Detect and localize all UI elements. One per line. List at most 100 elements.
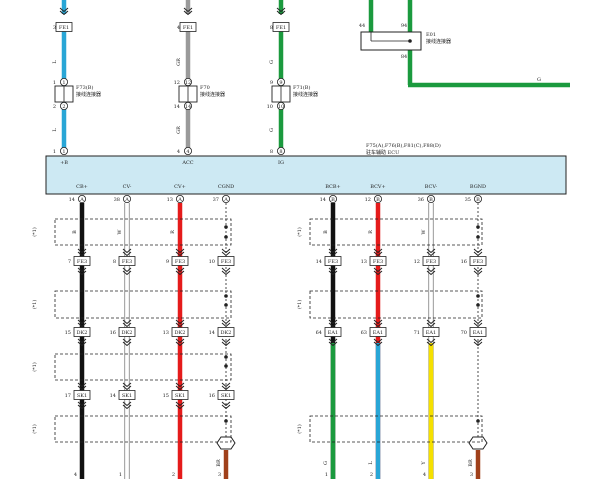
- col-p1-0: 7: [68, 259, 71, 265]
- col-conn2-4-label: EA1: [328, 330, 338, 336]
- top-pin-b-num-1: 14: [174, 104, 180, 110]
- col-conn2-2-box: [171, 327, 189, 337]
- top-chevrons-0-chevron: [59, 10, 69, 16]
- col-conn2-4-box: [324, 327, 342, 337]
- col-chev3b-3: [221, 401, 231, 410]
- top-chevrons-2-chevron: [276, 10, 286, 16]
- col-chev2b-7-chevron: [473, 338, 483, 344]
- col-p2-5: 63: [361, 330, 367, 336]
- col-end-6: 4: [423, 472, 426, 478]
- top-pin-a-num-0: 1: [53, 80, 56, 86]
- col-pin-2-circle: [175, 194, 184, 203]
- top-conn-desc-2: 接线连接器: [293, 91, 318, 98]
- col-conn1-3-box: [217, 256, 235, 266]
- shield-left-2: [54, 353, 232, 381]
- col-chev2a-6: [426, 319, 436, 328]
- top-conn-1-label: FE1: [183, 25, 193, 31]
- top-pin-b-num-2: 10: [267, 104, 273, 110]
- col-chev3b-3-chevron: [221, 404, 231, 410]
- col-chev3a-1: [122, 382, 132, 391]
- shield-label-right-1: (*1): [296, 300, 303, 310]
- col-conn3-1-label: SK1: [122, 393, 132, 399]
- col-chev3b-1-chevron: [122, 401, 132, 407]
- col-pin-num-2: 13: [167, 197, 173, 203]
- col-chev2b-6-chevron: [426, 338, 436, 344]
- col-chev1b-2: [175, 267, 185, 276]
- top-wire-label-2: G: [269, 60, 275, 64]
- col-chev1b-0-chevron: [77, 270, 87, 276]
- top-pin-a-1-label: 12: [185, 80, 191, 86]
- col-conn2-7-label: EA1: [473, 330, 483, 336]
- col-chev3a-3-chevron: [221, 385, 231, 391]
- col-chev1a-4-chevron: [328, 248, 338, 254]
- col-pin-2-label: A: [177, 197, 182, 203]
- col-pin-1-circle: [123, 194, 132, 203]
- top-chevrons-1-chevron: [183, 10, 193, 16]
- col-conn1-3-label: FE3: [221, 259, 231, 265]
- gnd-dot-f-3: [224, 364, 228, 368]
- col-chev2a-2: [175, 319, 185, 328]
- col-chev3b-3-chevron: [221, 401, 231, 407]
- col-chev1b-5-chevron: [373, 270, 383, 276]
- col-chev1a-2: [175, 248, 185, 257]
- col-end-label-4: G: [323, 461, 329, 465]
- top-chevrons-0: [59, 7, 69, 16]
- col-conn3-0-label: SK1: [77, 393, 87, 399]
- col-pin-7-label: B: [476, 197, 480, 203]
- col-end-4: 1: [325, 472, 328, 478]
- col-chev2b-0-chevron: [77, 338, 87, 344]
- gnd-dot-b-3: [224, 235, 228, 239]
- col-chev1a-5: [373, 248, 383, 257]
- col-wire-label-1: W: [117, 229, 123, 235]
- col-conn1-2-box: [171, 256, 189, 266]
- top-pin-bottom-num-1: 4: [177, 149, 180, 155]
- col-end-1: 1: [119, 472, 122, 478]
- col-chev3a-0-chevron: [77, 385, 87, 391]
- col-chev1b-5-chevron: [373, 267, 383, 273]
- col-chev1a-0-chevron: [77, 251, 87, 257]
- col-conn1-0-label: FE3: [77, 259, 87, 265]
- col-p2-7: 70: [461, 330, 467, 336]
- col-chev1a-7-chevron: [473, 251, 483, 257]
- col-chev3a-3: [221, 382, 231, 391]
- top-conn-desc-1: 接线连接器: [200, 91, 225, 98]
- col-chev1b-6: [426, 267, 436, 276]
- shield-right-0: [309, 218, 483, 246]
- top-pin-1: 4: [177, 25, 180, 31]
- col-conn2-1-box: [118, 327, 136, 337]
- top-pin-b-2-circle: [276, 102, 285, 111]
- col-p1-3: 10: [209, 259, 215, 265]
- col-conn1-0-box: [73, 256, 91, 266]
- col-pin-num-3: 37: [213, 197, 219, 203]
- col-chev3a-2: [175, 382, 185, 391]
- top-chevrons-1: [183, 7, 193, 16]
- col-pin-num-7: 35: [465, 197, 471, 203]
- col-conn1-2-label: FE3: [175, 259, 185, 265]
- col-pin-4-label: B: [331, 197, 335, 203]
- col-conn1-4-label: FE3: [328, 259, 338, 265]
- col-chev1b-3: [221, 267, 231, 276]
- col-wire-label-2: R: [170, 230, 176, 234]
- col-p1-1: 8: [113, 259, 116, 265]
- top-pin-2: 8: [270, 25, 273, 31]
- col-conn1-5-label: FE3: [373, 259, 383, 265]
- e01-pin-bottom: 84: [401, 54, 407, 60]
- top-pin-0: 3: [53, 25, 56, 31]
- ecu-name: 驻车辅助 ECU: [366, 149, 399, 156]
- col-pin-num-1: 38: [114, 197, 120, 203]
- shield-left-1: [54, 290, 232, 319]
- col-end-7: 3: [470, 472, 473, 478]
- ecu-pin-5: BCV+: [370, 184, 385, 190]
- shield-left-0: [54, 218, 232, 246]
- col-conn2-6-label: EA1: [426, 330, 436, 336]
- col-pin-0-circle: [78, 194, 87, 203]
- col-end-label-5: L: [368, 461, 374, 465]
- col-chev3b-2-chevron: [175, 401, 185, 407]
- top-conn-0-box: [55, 22, 73, 32]
- top-pin-b-0-label: 2: [62, 104, 65, 110]
- col-chev1a-3-chevron: [221, 248, 231, 254]
- col-end-label-6: Y: [421, 461, 427, 466]
- col-wire-label-6: W: [421, 229, 427, 235]
- top-pin-bottom-0-circle: [60, 146, 69, 155]
- col-chev1b-2-chevron: [175, 270, 185, 276]
